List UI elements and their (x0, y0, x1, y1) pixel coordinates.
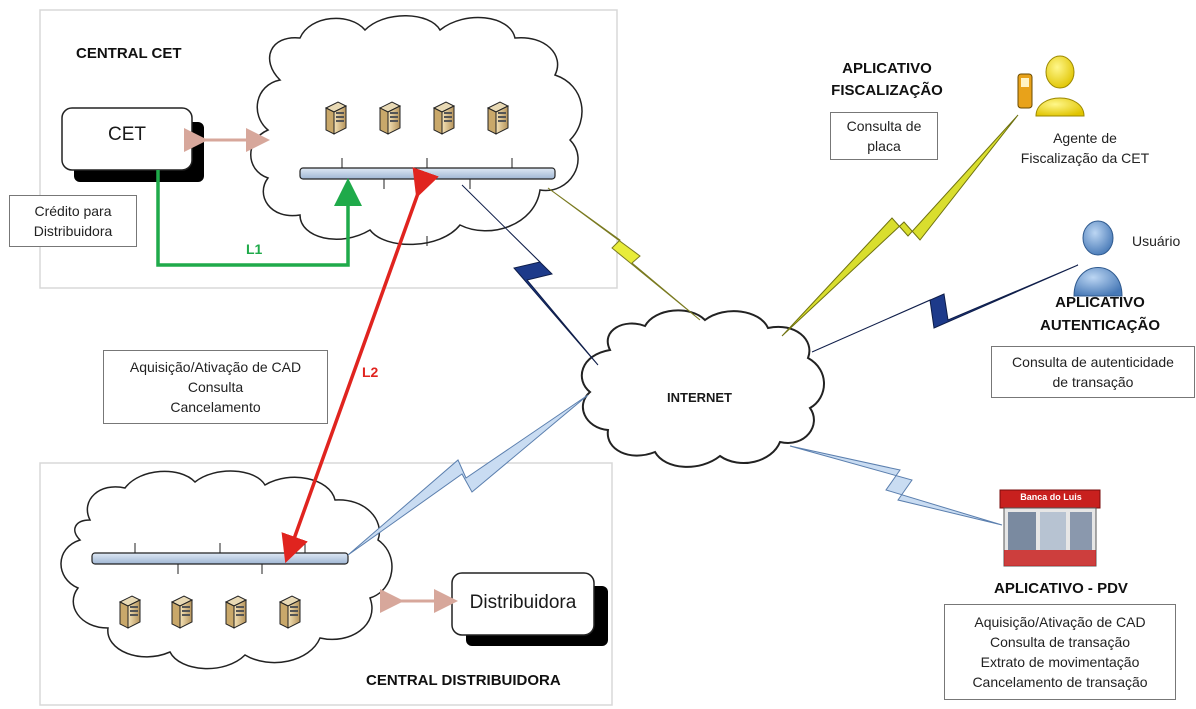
l2-operation-line: Aquisição/Ativação de CAD (129, 359, 302, 375)
lightning-icon (811, 264, 1079, 353)
central-cet-title: CENTRAL CET (76, 45, 182, 62)
server-icon (325, 101, 347, 135)
l2-label: L2 (362, 364, 379, 380)
kiosk-sign: Banca do Luis (1020, 492, 1082, 502)
pdv-box-line: Extrato de movimentação (980, 654, 1140, 670)
lightning-icon (781, 114, 1019, 337)
distribuidora-box-label: Distribuidora (469, 592, 577, 613)
lightning-icon (461, 184, 599, 366)
autenticacao-title-line1: APLICATIVO (1055, 294, 1145, 311)
l2-connector (281, 167, 439, 564)
autenticacao-box-line: Consulta de autenticidade (1012, 354, 1174, 370)
lightning-icon (347, 394, 589, 556)
pdv-box-line: Cancelamento de transação (972, 674, 1148, 690)
distribuidora-bus (91, 552, 349, 565)
agent-label-line: Agente de (1053, 130, 1117, 146)
server-icon (433, 101, 455, 135)
fiscalizacao-title-line1: APLICATIVO (842, 60, 932, 77)
agent-label-line: Fiscalização da CET (1020, 150, 1150, 166)
fiscalizacao-box-line: Consulta de (846, 118, 922, 134)
kiosk-icon (999, 489, 1101, 567)
lightning-icon (789, 445, 1003, 526)
user-icon (1073, 220, 1123, 297)
distribuidora-cloud-icon (60, 470, 393, 670)
server-icon (119, 595, 141, 629)
credit-box-line: Distribuidora (33, 223, 113, 239)
pdv-box: Aquisição/Ativação de CAD Consulta de tr… (944, 604, 1176, 700)
autenticacao-title-line2: AUTENTICAÇÃO (1040, 317, 1160, 334)
server-icon (171, 595, 193, 629)
pdv-box-line: Aquisição/Ativação de CAD (974, 614, 1146, 630)
lightning-icon (547, 187, 701, 321)
internet-cloud-icon (580, 309, 825, 468)
credit-box: Crédito para Distribuidora (9, 195, 137, 247)
fiscalizacao-title-line2: FISCALIZAÇÃO (831, 82, 943, 99)
cet-cloud-icon (250, 15, 583, 246)
pdv-box-line: Consulta de transação (989, 634, 1131, 650)
central-distribuidora-title: CENTRAL DISTRIBUIDORA (366, 672, 561, 689)
server-icon (279, 595, 301, 629)
fiscalizacao-box-line: placa (867, 138, 901, 154)
agent-label: Agente de Fiscalização da CET (1000, 128, 1170, 168)
phone-person-icon (1017, 55, 1085, 117)
l2-operation-line: Consulta (187, 379, 244, 395)
autenticacao-box: Consulta de autenticidade de transação (991, 346, 1195, 398)
server-icon (379, 101, 401, 135)
pdv-title: APLICATIVO - PDV (994, 580, 1128, 597)
l2-operation-line: Cancelamento (170, 399, 261, 415)
cet-box-label: CET (108, 124, 146, 145)
internet-label: INTERNET (667, 390, 732, 405)
usuario-label: Usuário (1132, 233, 1181, 249)
credit-box-line: Crédito para (34, 203, 112, 219)
autenticacao-box-line: de transação (1052, 374, 1134, 390)
fiscalizacao-box: Consulta de placa (830, 112, 938, 160)
l1-label: L1 (246, 241, 263, 257)
l2-operations-box: Aquisição/Ativação de CAD Consulta Cance… (103, 350, 328, 424)
server-icon (487, 101, 509, 135)
cet-bus (299, 167, 556, 180)
server-icon (225, 595, 247, 629)
